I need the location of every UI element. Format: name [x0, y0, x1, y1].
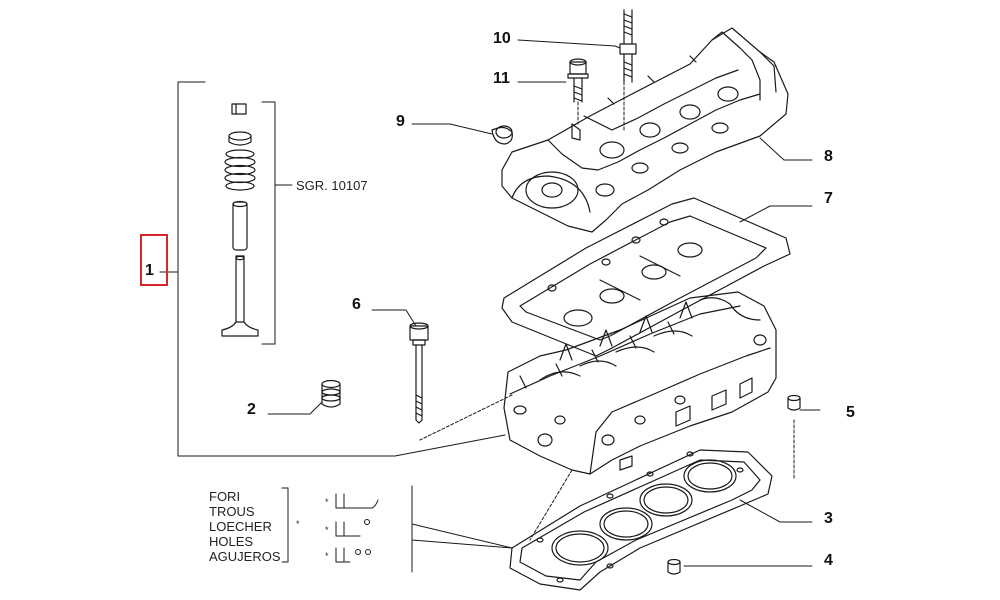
legend-marker-row2: *: [325, 525, 329, 535]
cover-bolt-part: [517, 58, 589, 103]
cover-gasket-part: [501, 197, 813, 357]
subgroup-reference[interactable]: SGR. 10107: [296, 178, 368, 193]
stud-bolt-part: [517, 9, 637, 83]
callout-5[interactable]: 5: [846, 404, 855, 421]
legend-marker-row3: *: [325, 551, 329, 561]
legend-word-trous: TROUS: [209, 504, 255, 519]
dowel-part: [787, 394, 821, 479]
callout-9[interactable]: 9: [396, 113, 405, 130]
assembly-guides: [419, 81, 625, 541]
legend-symbols: [281, 485, 513, 573]
cylinder-head-part: [503, 291, 777, 475]
callout-10[interactable]: 10: [493, 30, 511, 47]
legend-word-agujeros: AGUJEROS: [209, 549, 281, 564]
lower-dowel-part: [667, 558, 813, 575]
callout-4[interactable]: 4: [824, 552, 833, 569]
legend-word-holes: HOLES: [209, 534, 254, 549]
legend-marker-bracket: *: [296, 519, 300, 529]
selected-item-highlight: [140, 234, 168, 286]
head-bolt-part: [371, 309, 429, 424]
callout-6[interactable]: 6: [352, 296, 361, 313]
legend-word-loecher: LOECHER: [209, 519, 272, 534]
valve-assembly: [221, 103, 259, 337]
tappet-part: [267, 379, 341, 415]
legend-marker-row1: *: [325, 497, 329, 507]
callout-11[interactable]: 11: [493, 70, 510, 87]
callout-2[interactable]: 2: [247, 401, 256, 418]
valve-group-bracket: [159, 81, 506, 457]
callout-3[interactable]: 3: [824, 510, 833, 527]
legend-word-fori: FORI: [209, 489, 241, 504]
callout-8[interactable]: 8: [824, 148, 833, 165]
cam-cover-part: [501, 27, 813, 233]
callout-1[interactable]: 1: [145, 262, 154, 279]
callout-7[interactable]: 7: [824, 190, 833, 207]
head-gasket-part: [509, 449, 813, 591]
plug-part: [411, 123, 513, 145]
